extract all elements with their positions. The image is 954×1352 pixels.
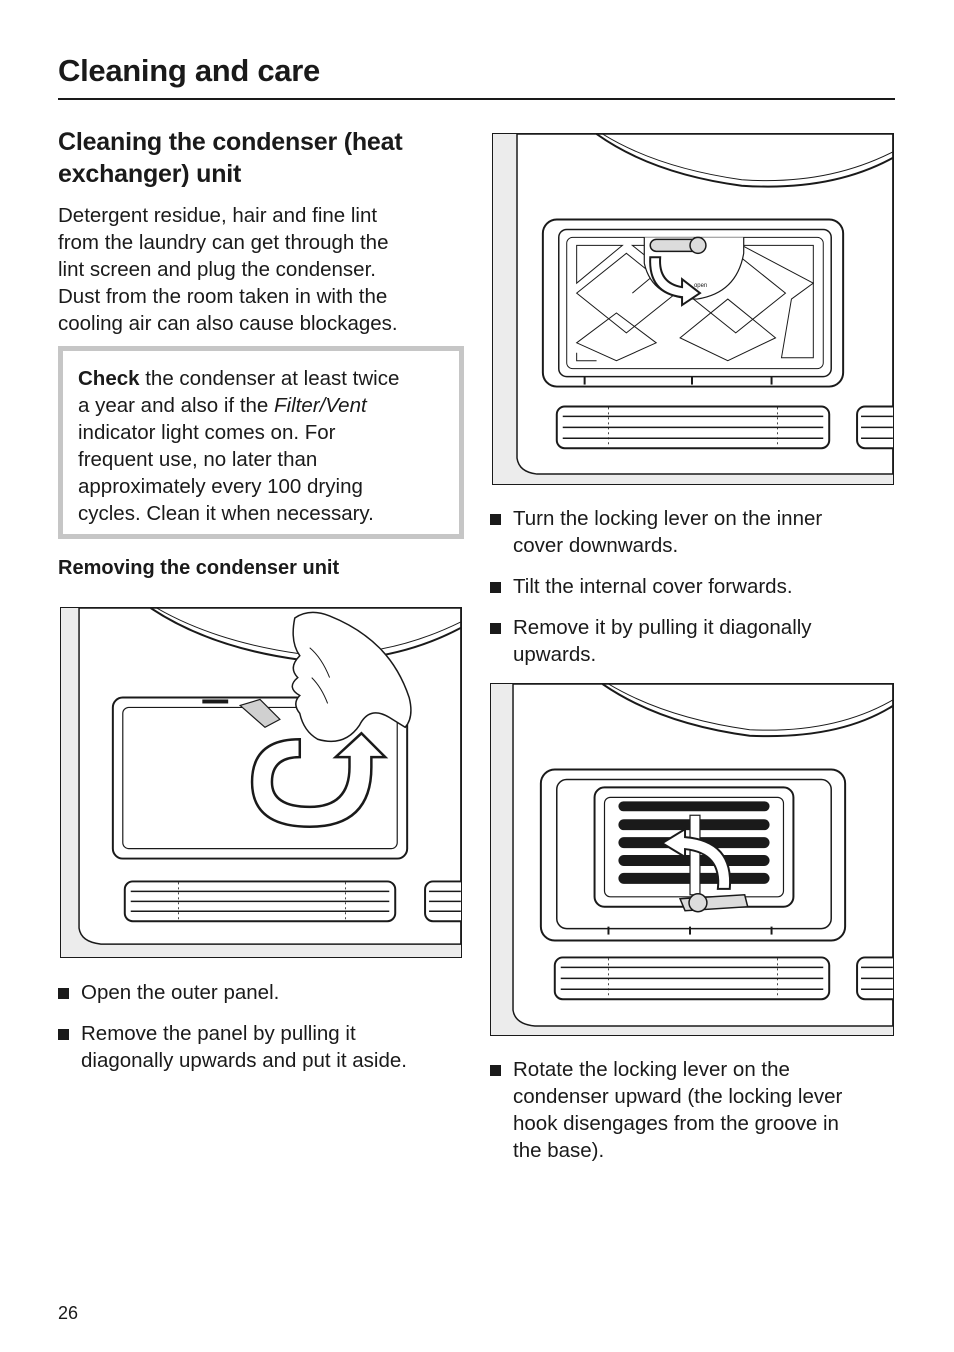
- intro-paragraph: Detergent residue, hair and fine lint fr…: [58, 202, 458, 337]
- step-text: Remove it by pulling it diagonally: [513, 616, 812, 639]
- page-title: Cleaning and care: [58, 53, 320, 88]
- intro-line: lint screen and plug the condenser.: [58, 258, 376, 281]
- left-column: Cleaning the condenser (heat exchanger) …: [58, 126, 468, 337]
- condenser-lever-illustration: [491, 684, 893, 1035]
- steps-right-bottom-list: Rotate the locking lever on the condenser…: [490, 1056, 895, 1178]
- step-text: diagonally upwards and put it aside.: [81, 1049, 407, 1072]
- note-line: a year and also if the: [78, 394, 275, 417]
- step-text: Tilt the internal cover forwards.: [513, 575, 793, 598]
- check-note-box: Check the condenser at least twice a yea…: [58, 346, 464, 539]
- note-line: indicator light comes on. For: [78, 421, 336, 444]
- header-divider: [58, 98, 895, 100]
- note-line: frequent use, no later than: [78, 448, 318, 471]
- intro-line: Dust from the room taken in with the: [58, 285, 388, 308]
- note-line: cycles. Clean it when necessary.: [78, 502, 374, 525]
- outer-panel-illustration: [61, 608, 461, 957]
- removing-subheading: Removing the condenser unit: [58, 557, 340, 579]
- intro-line: from the laundry can get through the: [58, 231, 389, 254]
- inner-cover-illustration: open: [493, 134, 893, 484]
- page-header: Cleaning and care: [58, 52, 895, 90]
- list-item: Turn the locking lever on the inner cover…: [490, 505, 895, 559]
- bullet-square-icon: [58, 988, 69, 999]
- figure-inner-cover: open: [492, 133, 894, 485]
- intro-line: cooling air can also cause blockages.: [58, 312, 398, 335]
- step-text: cover downwards.: [513, 534, 679, 557]
- bullet-square-icon: [490, 1065, 501, 1076]
- bullet-square-icon: [490, 623, 501, 634]
- section-title-line-2: exchanger) unit: [58, 160, 242, 188]
- step-text: Open the outer panel.: [81, 981, 280, 1004]
- step-text: upwards.: [513, 643, 597, 666]
- bullet-square-icon: [490, 514, 501, 525]
- bullet-square-icon: [490, 582, 501, 593]
- figure-condenser-lever: [490, 683, 894, 1036]
- step-text: Rotate the locking lever on the: [513, 1058, 790, 1081]
- page-number: 26: [58, 1303, 79, 1323]
- step-text: the base).: [513, 1139, 605, 1162]
- note-line: the condenser at least twice: [139, 367, 400, 390]
- step-text: hook disengages from the groove in: [513, 1112, 839, 1135]
- figure-outer-panel: [60, 607, 462, 958]
- list-item: Remove it by pulling it diagonally upward…: [490, 614, 895, 668]
- open-label: open: [694, 283, 707, 289]
- list-item: Remove the panel by pulling it diagonally…: [58, 1020, 468, 1074]
- step-text: condenser upward (the locking lever: [513, 1085, 843, 1108]
- step-text: Turn the locking lever on the inner: [513, 507, 823, 530]
- list-item: Tilt the internal cover forwards.: [490, 573, 895, 600]
- list-item: Open the outer panel.: [58, 979, 468, 1006]
- step-text: Remove the panel by pulling it: [81, 1022, 356, 1045]
- intro-line: Detergent residue, hair and fine lint: [58, 204, 378, 227]
- section-title-line-1: Cleaning the condenser (heat: [58, 128, 403, 156]
- list-item: Rotate the locking lever on the condenser…: [490, 1056, 895, 1164]
- steps-right-top-list: Turn the locking lever on the inner cover…: [490, 505, 895, 682]
- bullet-square-icon: [58, 1029, 69, 1040]
- note-line: approximately every 100 drying: [78, 475, 363, 498]
- check-label: Check: [78, 367, 140, 390]
- section-title: Cleaning the condenser (heat exchanger) …: [58, 126, 468, 190]
- filter-vent-term: Filter/Vent: [274, 394, 367, 417]
- steps-left-list: Open the outer panel. Remove the panel b…: [58, 979, 468, 1088]
